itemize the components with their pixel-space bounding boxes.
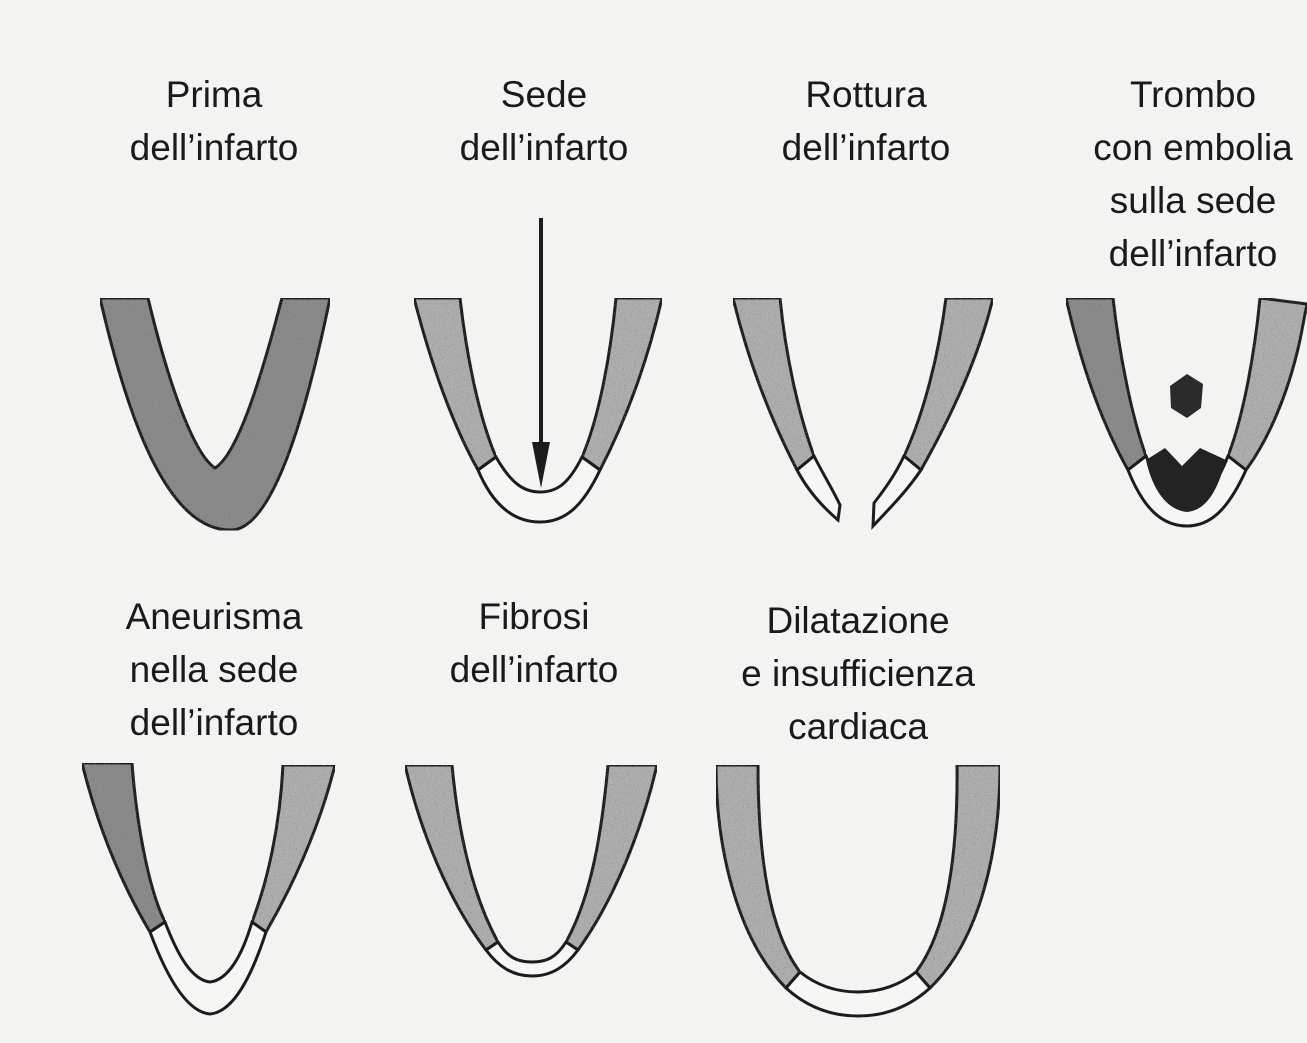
fibrotic-scar [483,939,581,978]
caption-line: Trombo [1129,74,1257,115]
aneurysm-bulge [148,919,268,1016]
mural-thrombus [1146,448,1226,512]
caption-line: con embolia [1093,127,1293,168]
caption-sede-dell-infarto: Sede dell’infarto [460,68,629,174]
healthy-wall-left [80,761,167,935]
caption-dilatazione-insufficienza: Dilatazione e insufficienza cardiaca [741,594,975,753]
ventricle-thrombus [1064,296,1307,528]
caption-aneurisma-nella-sede: Aneurisma nella sede dell’infarto [126,590,303,749]
embolus [1170,374,1203,418]
ruptured-wall-left [795,453,842,523]
healthy-wall-right [902,296,995,473]
caption-line: dell’infarto [129,127,299,168]
caption-trombo-con-embolia: Trombo con embolia sulla sede dell’infar… [1093,68,1293,280]
caption-line: Sede [500,74,588,115]
healthy-wall-left [1064,296,1148,473]
healthy-wall-left [731,296,816,473]
ventricle-intact [98,296,332,532]
thinned-wall [783,969,933,1018]
infarct-zone [476,454,602,524]
caption-line: dell’infarto [129,702,299,743]
caption-line: Prima [165,74,263,115]
caption-line: dell’infarto [781,127,951,168]
caption-rottura-dell-infarto: Rottura dell’infarto [782,68,951,174]
ventricle-infarct-site [412,218,664,524]
caption-line: cardiaca [788,706,928,747]
ventricle-aneurysm [80,761,337,1016]
caption-line: dell’infarto [459,127,629,168]
caption-fibrosi-dell-infarto: Fibrosi dell’infarto [450,590,619,696]
ventricle-fibrosis [403,763,659,978]
healthy-wall-left [403,763,500,953]
healthy-wall-right [1226,296,1307,473]
ruptured-wall-right [871,453,924,530]
arrow-head-icon [532,442,550,488]
healthy-wall-right [914,763,1002,991]
caption-line: dell’infarto [449,649,619,690]
ventricle-rupture [731,296,995,530]
caption-prima-dell-infarto: Prima dell’infarto [130,68,299,174]
caption-line: Dilatazione [766,600,950,641]
caption-line: Fibrosi [478,596,590,637]
healthy-wall-right [250,763,337,935]
caption-line: e insufficienza [741,653,975,694]
caption-line: sulla sede [1109,180,1277,221]
caption-line: Rottura [805,74,927,115]
caption-line: dell’infarto [1108,233,1278,274]
caption-line: nella sede [129,649,299,690]
ventricle-dilatation [714,763,1002,1018]
healthy-wall-left [714,763,802,991]
healthy-wall-right [580,296,664,473]
healthy-wall-right [564,763,659,953]
healthy-wall-left [412,296,498,473]
caption-line: Aneurisma [125,596,303,637]
healthy-wall [98,296,332,532]
